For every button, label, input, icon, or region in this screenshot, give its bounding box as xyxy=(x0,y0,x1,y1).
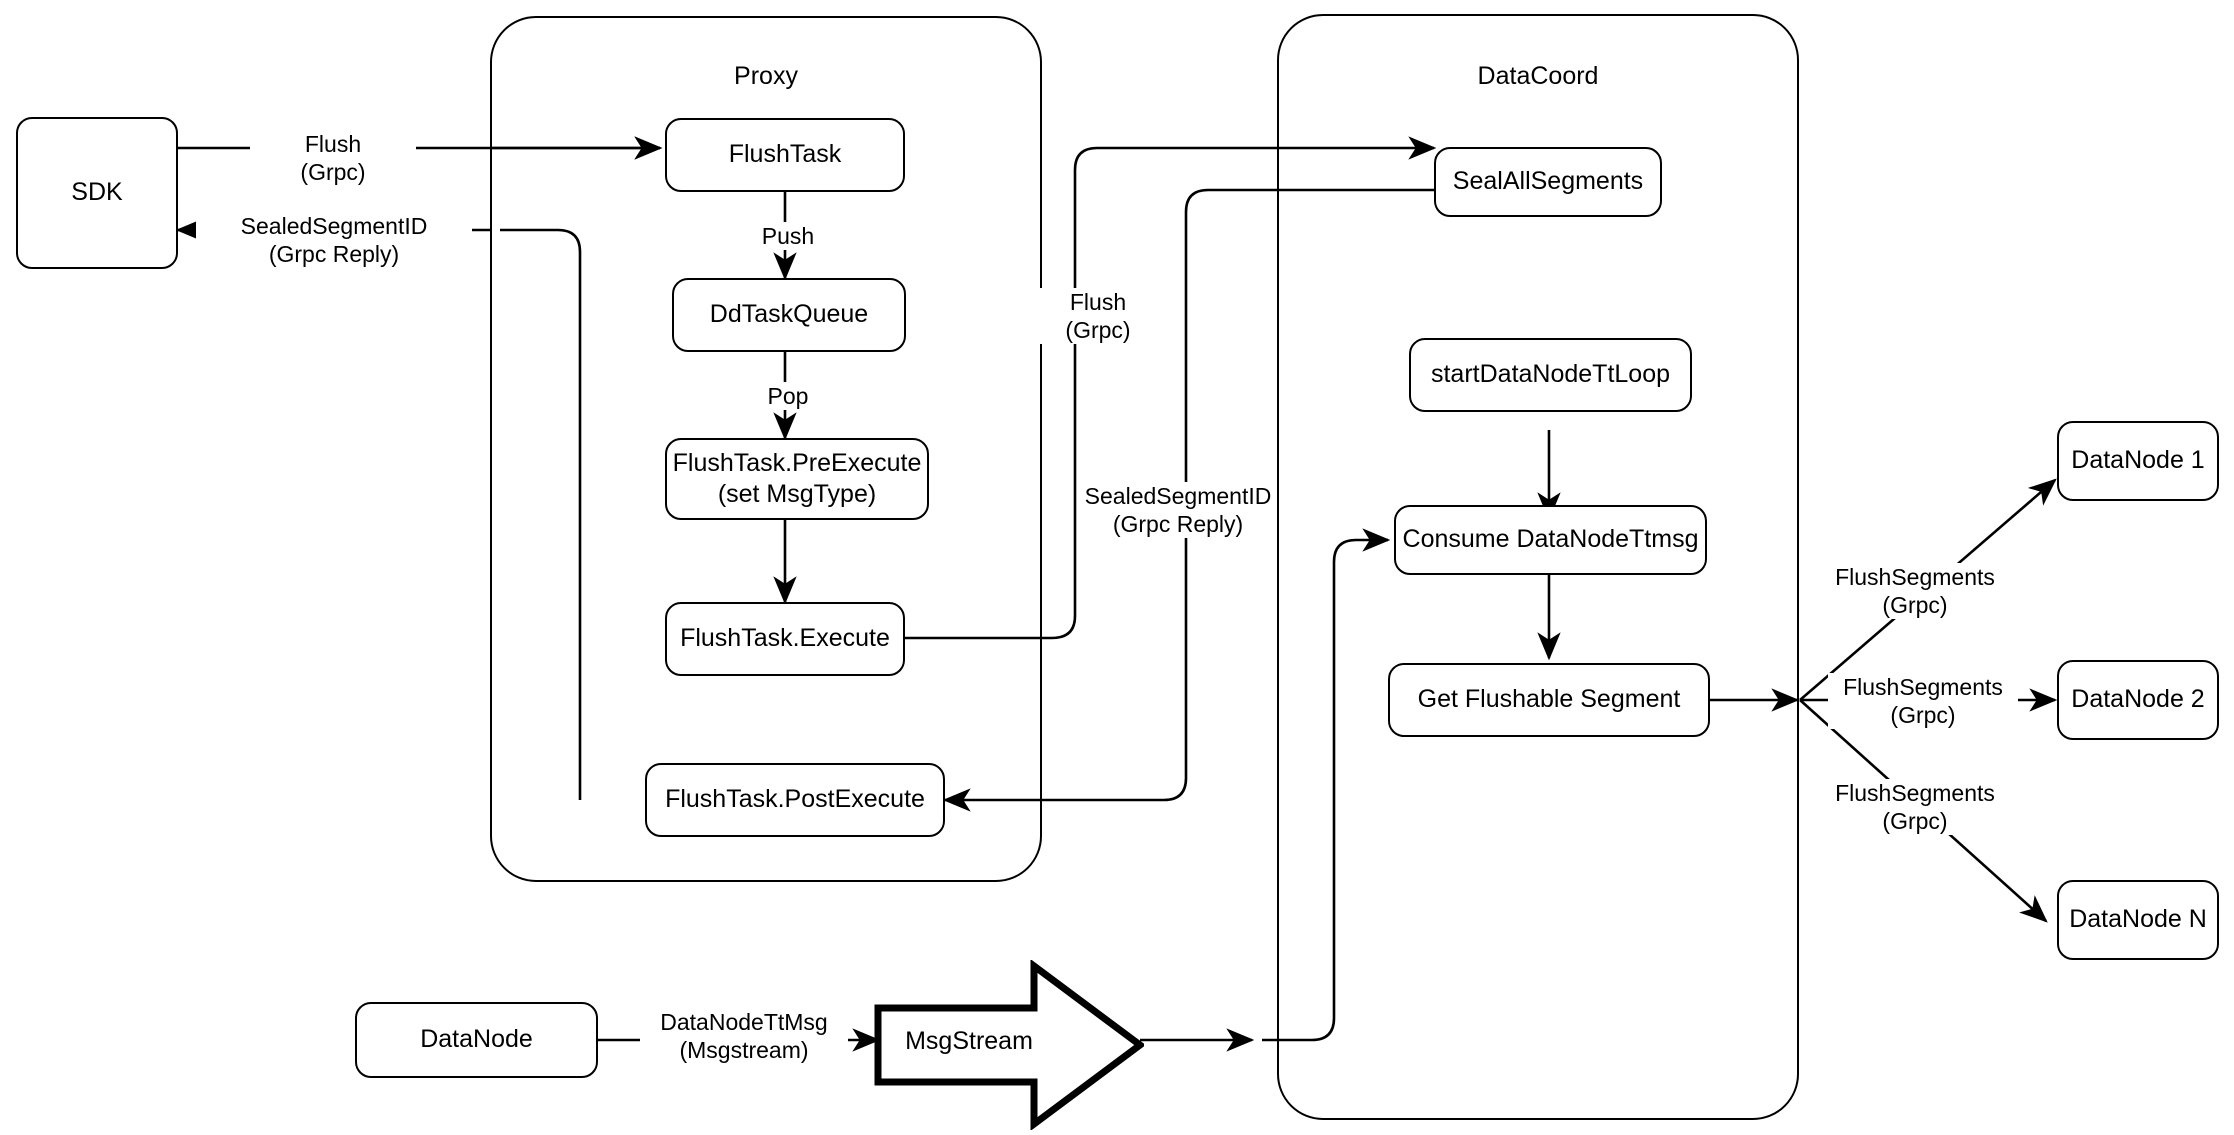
edge-label-proxy-to-datacoord: Flush (Grpc) xyxy=(1032,288,1164,345)
edge-label-flush-segments-2: FlushSegments (Grpc) xyxy=(1828,673,2018,730)
edge-label-datanode-ttmsg: DataNodeTtMsg (Msgstream) xyxy=(640,1008,848,1065)
node-flushtask-preexecute[interactable]: FlushTask.PreExecute (set MsgType) xyxy=(665,438,929,520)
node-startdatanodettloop[interactable]: startDataNodeTtLoop xyxy=(1409,338,1692,412)
node-get-flushable-segment[interactable]: Get Flushable Segment xyxy=(1388,663,1710,737)
node-flushtask-execute[interactable]: FlushTask.Execute xyxy=(665,602,905,676)
node-ddtaskqueue[interactable]: DdTaskQueue xyxy=(672,278,906,352)
node-sealallsegments[interactable]: SealAllSegments xyxy=(1434,147,1662,217)
proxy-container xyxy=(490,16,1042,882)
node-datanode-2[interactable]: DataNode 2 xyxy=(2057,660,2219,740)
node-datanode-1[interactable]: DataNode 1 xyxy=(2057,421,2219,501)
node-datanode-source[interactable]: DataNode xyxy=(355,1002,598,1078)
node-consume-datanodettmsg[interactable]: Consume DataNodeTtmsg xyxy=(1394,505,1707,575)
edge-label-pop: Pop xyxy=(735,382,841,411)
edge-label-flush-segments-1: FlushSegments (Grpc) xyxy=(1820,563,2010,620)
node-datanode-n[interactable]: DataNode N xyxy=(2057,880,2219,960)
node-flushtask[interactable]: FlushTask xyxy=(665,118,905,192)
edge-label-push: Push xyxy=(735,222,841,251)
edge-label-proxy-to-sdk: SealedSegmentID (Grpc Reply) xyxy=(196,212,472,269)
node-flushtask-postexecute[interactable]: FlushTask.PostExecute xyxy=(645,763,945,837)
node-sdk[interactable]: SDK xyxy=(16,117,178,269)
datacoord-container xyxy=(1277,14,1799,1120)
msgstream-label: MsgStream xyxy=(905,1027,1033,1055)
proxy-container-title: Proxy xyxy=(734,62,798,90)
edge-label-sdk-to-proxy: Flush (Grpc) xyxy=(250,130,416,187)
msgstream-arrow-shape[interactable] xyxy=(874,960,1144,1130)
datacoord-container-title: DataCoord xyxy=(1477,62,1599,90)
edge-label-flush-segments-n: FlushSegments (Grpc) xyxy=(1820,779,2010,836)
edge-label-datacoord-to-proxy: SealedSegmentID (Grpc Reply) xyxy=(1080,482,1276,539)
